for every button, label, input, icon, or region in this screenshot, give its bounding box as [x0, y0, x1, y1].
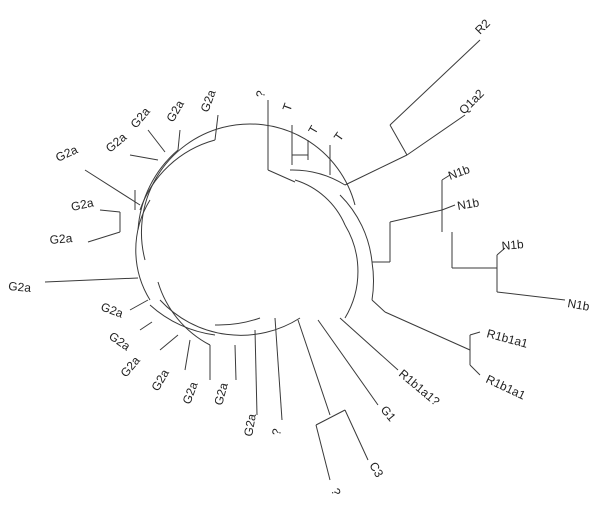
tip-label-g2a-2: G2a	[163, 98, 187, 125]
branch-g2a-l6	[139, 321, 153, 331]
tip-label-q-mid: ?	[269, 427, 284, 436]
tip-label-r1b1a1q: R1b1a1?	[396, 367, 443, 409]
tip-label-g2a-11: G2a	[118, 353, 144, 380]
tip-label-g2a-14: G2a	[211, 381, 230, 407]
branch-r1b1a1-2	[469, 364, 481, 376]
branch-g2a-left1	[84, 169, 141, 206]
tip-label-n1b-3: N1b	[501, 237, 524, 253]
branch-c3-q-stem	[297, 319, 331, 416]
branch-g1	[317, 319, 379, 406]
branch-g2a-l10	[234, 344, 237, 381]
branch-g2a-l7	[159, 334, 179, 351]
branch-q-bot	[315, 424, 331, 481]
tip-label-g2a-9: G2a	[99, 300, 125, 321]
branch-g2a-left4	[44, 277, 139, 283]
branch-r1b-stem	[371, 299, 386, 313]
backbone-arc-outer	[140, 123, 356, 261]
mid-arc	[214, 317, 261, 326]
tip-label-r1b1a1-1: R1b1a1	[485, 326, 530, 350]
tt-arc	[289, 169, 346, 186]
tip-label-q-bot: ?	[328, 486, 344, 497]
tip-labels: ? T T T R2 Q1a2 N1b N1b N1b N1b R1b1a1 R…	[8, 16, 591, 497]
branch-g2a-top3	[147, 129, 166, 153]
branch-q-top-link	[267, 169, 296, 183]
tip-label-t3: T	[331, 129, 347, 144]
branch-g2a-l5	[129, 299, 149, 311]
branch-g2a-left2	[99, 209, 121, 213]
tip-label-g2a-15: G2a	[241, 412, 259, 437]
backbone-arc-right	[344, 224, 359, 319]
branch-g2a-left3	[87, 231, 121, 243]
branch-q-mid	[274, 317, 283, 421]
tip-label-g2a-4: G2a	[103, 130, 130, 156]
branch-c3-q-h	[315, 409, 346, 426]
branch-r1b1a1-1	[469, 331, 481, 336]
tip-label-g2a-13: G2a	[180, 380, 201, 406]
tree-branches	[44, 39, 566, 481]
tip-label-n1b-2: N1b	[456, 195, 480, 213]
branch-q1a2	[406, 114, 466, 156]
tip-label-g2a-3: G2a	[128, 104, 154, 131]
branch-n1b-1-tip	[441, 174, 451, 181]
branch-r1b1a1q	[339, 317, 399, 371]
tip-label-r1b1a1-2: R1b1a1	[484, 372, 528, 403]
tip-label-t1: T	[280, 101, 296, 113]
tip-label-n1b-4: N1b	[566, 296, 590, 314]
branch-g2a-top4	[129, 154, 159, 161]
tip-label-c3: C3	[366, 460, 386, 481]
branch-n1b-2-tip	[441, 204, 456, 211]
branch-n1b-3-tip	[496, 247, 506, 256]
branch-c3	[344, 409, 369, 461]
branch-n1b-4-tip	[496, 291, 566, 301]
branch-n1b-node	[389, 209, 443, 223]
branch-g2a-l11	[254, 329, 258, 416]
tip-label-g2a-12: G2a	[148, 367, 172, 394]
tip-label-r2: R2	[472, 16, 493, 37]
g2a-arc-4	[149, 304, 216, 336]
tip-label-g2a-10: G2a	[106, 329, 133, 354]
branch-q1a2-stem	[389, 124, 408, 156]
right-arc	[339, 194, 373, 263]
tip-label-t2: T	[305, 123, 321, 137]
g2a-arc-3	[157, 281, 211, 346]
tip-label-g2a-6: G2a	[70, 195, 95, 213]
backbone-arc-bottom	[159, 299, 301, 336]
tip-label-n1b-1: N1b	[446, 162, 472, 183]
tip-label-q-top: ?	[253, 89, 268, 98]
g2a-arc-2	[137, 149, 179, 231]
tip-label-q1a2: Q1a2	[456, 86, 487, 117]
branch-g2a-top2	[177, 129, 181, 151]
backbone-arc-inner	[294, 179, 346, 226]
branch-r2-q1a2	[344, 154, 408, 186]
branch-r1b-h	[384, 311, 471, 351]
backbone-arc-left	[135, 199, 151, 301]
tip-label-g2a-5: G2a	[53, 142, 80, 164]
branch-r2	[389, 39, 481, 126]
tip-label-g2a-1: G2a	[198, 88, 219, 114]
branch-g2a-top1	[214, 114, 219, 141]
branch-g2a-l8	[184, 339, 191, 371]
r1-arc	[371, 261, 374, 301]
tip-label-g2a-8: G2a	[8, 279, 32, 295]
tip-label-g1: G1	[378, 403, 399, 425]
tip-label-g2a-7: G2a	[49, 231, 73, 247]
